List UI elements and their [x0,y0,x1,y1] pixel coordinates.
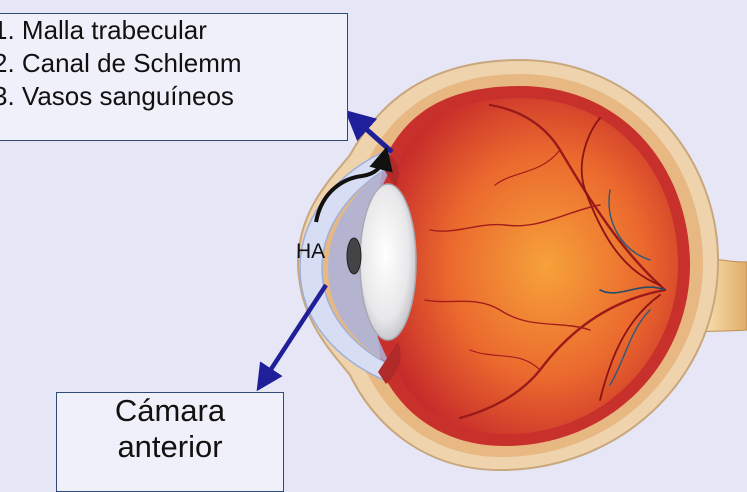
camara-line-1: Cámara [57,393,283,429]
pupil [347,238,361,274]
lens [360,184,416,340]
camara-anterior-box: Cámara anterior [56,392,284,492]
ha-label: HA [296,240,325,264]
drainage-list-box: 1. Malla trabecular 2. Canal de Schlemm … [0,13,348,141]
list-item: 2. Canal de Schlemm [0,47,347,80]
drainage-list: 1. Malla trabecular 2. Canal de Schlemm … [0,14,347,113]
list-item: 3. Vasos sanguíneos [0,80,347,113]
list-item: 1. Malla trabecular [0,14,347,47]
camara-line-2: anterior [57,429,283,465]
arrow-to-camara [264,285,326,380]
